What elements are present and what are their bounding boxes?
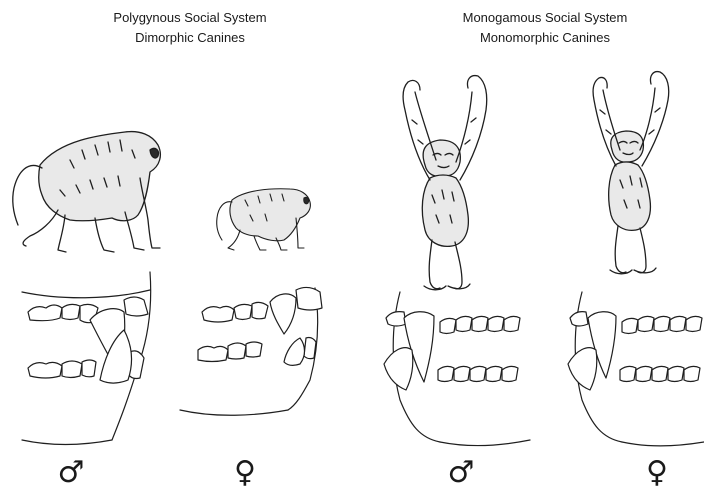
male-symbol-gibbon: ♂	[441, 458, 481, 488]
male-gibbon-jaw	[384, 292, 530, 446]
female-baboon-upper-canine	[270, 294, 296, 334]
female-gibbon-illustration	[593, 72, 669, 274]
male-gibbon-lower-canine	[384, 348, 413, 390]
female-baboon-jaw	[180, 287, 322, 415]
female-gibbon-lower-canine	[568, 348, 597, 390]
female-baboon-lower-canine	[284, 338, 305, 365]
female-gibbon-lower-teeth	[620, 366, 700, 381]
male-symbol-baboon: ♂	[51, 458, 91, 488]
female-baboon-illustration	[217, 189, 311, 250]
female-symbol-gibbon: ♀	[637, 458, 677, 488]
male-gibbon-lower-teeth	[438, 366, 518, 381]
male-baboon-upper-teeth	[28, 297, 148, 323]
female-gibbon-jaw	[568, 292, 704, 446]
male-baboon-illustration	[13, 132, 161, 252]
female-symbol-baboon: ♀	[225, 458, 265, 488]
female-baboon-upper-teeth	[202, 287, 322, 322]
male-baboon-jaw	[22, 272, 151, 445]
male-gibbon-illustration	[403, 76, 487, 290]
